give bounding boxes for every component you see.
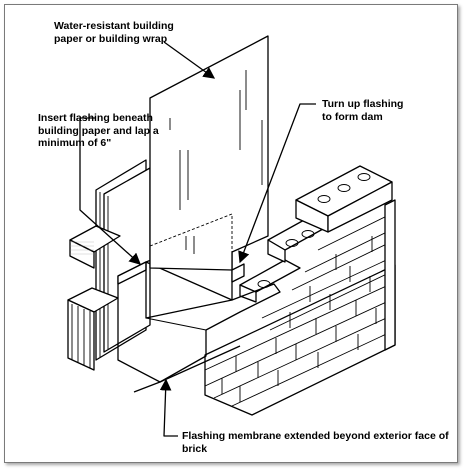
flashing-dam xyxy=(231,263,245,283)
brick-veneer xyxy=(204,165,396,416)
label-building-wrap: Water-resistant building paper or buildi… xyxy=(54,20,174,45)
wall-stud-upper xyxy=(69,225,121,269)
label-turn-up-flashing: Turn up flashing to form dam xyxy=(322,98,404,123)
wall-stud-lower xyxy=(67,287,119,371)
flashing-membrane xyxy=(117,227,281,393)
wall-sheathing xyxy=(95,159,151,361)
label-flashing-membrane: Flashing membrane extended beyond exteri… xyxy=(182,430,449,455)
label-insert-flashing: Insert flashing beneath building paper a… xyxy=(38,112,159,149)
leader-lines xyxy=(79,41,316,437)
building-paper xyxy=(149,35,269,271)
